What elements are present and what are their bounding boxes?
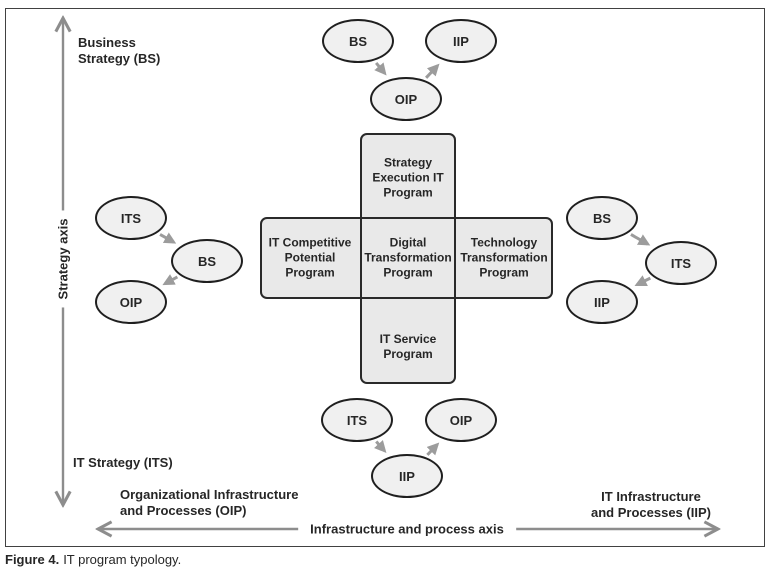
- strategy-axis-label: Strategy axis: [53, 210, 73, 308]
- diagram-frame: Strategy Execution IT Program IT Competi…: [5, 8, 765, 547]
- node-top-sequence-bs: BS: [322, 19, 394, 63]
- business-strategy-label: Business Strategy (BS): [78, 35, 161, 66]
- it-strategy-label: IT Strategy (ITS): [73, 455, 173, 470]
- vertical-program-bar: [360, 133, 456, 384]
- program-strategy-execution: Strategy Execution IT Program: [372, 155, 444, 200]
- node-right-sequence-iip: IIP: [566, 280, 638, 324]
- figure-caption-text: IT program typology.: [63, 552, 182, 567]
- oip-label: Organizational Infrastructure and Proces…: [120, 487, 299, 518]
- node-top-sequence-oip: OIP: [370, 77, 442, 121]
- edge-top-sequence-bs-to-oip: [374, 61, 387, 76]
- node-left-sequence-bs: BS: [171, 239, 243, 283]
- edge-left-sequence-bs-to-oip: [162, 274, 179, 286]
- node-right-sequence-bs: BS: [566, 196, 638, 240]
- node-right-sequence-its: ITS: [645, 241, 717, 285]
- node-left-sequence-oip: OIP: [95, 280, 167, 324]
- horizontal-program-bar-border: [260, 217, 553, 299]
- node-bottom-sequence-oip: OIP: [425, 398, 497, 442]
- iip-label: IT Infrastructure and Processes (IIP): [591, 489, 711, 520]
- edge-right-sequence-bs-to-its: [630, 233, 651, 246]
- edge-right-sequence-its-to-iip: [634, 275, 651, 287]
- program-technology-transformation: Technology Transformation Program: [460, 235, 548, 280]
- node-bottom-sequence-its: ITS: [321, 398, 393, 442]
- program-it-service: IT Service Program: [379, 332, 437, 361]
- node-left-sequence-its: ITS: [95, 196, 167, 240]
- program-digital-transformation: Digital Transformation Program: [364, 235, 452, 280]
- edge-bottom-sequence-its-to-iip: [373, 440, 387, 453]
- edge-top-sequence-oip-to-iip: [425, 63, 440, 79]
- edge-left-sequence-its-to-bs: [159, 232, 177, 244]
- figure-caption-number: Figure 4.: [5, 552, 60, 567]
- figure-caption: Figure 4.IT program typology.: [5, 552, 181, 567]
- infrastructure-axis-label: Infrastructure and process axis: [298, 521, 516, 537]
- edge-bottom-sequence-iip-to-oip: [426, 442, 440, 456]
- program-it-competitive-potential: IT Competitive Potential Program: [268, 235, 352, 280]
- vertical-program-bar-border: [360, 133, 456, 384]
- node-bottom-sequence-iip: IIP: [371, 454, 443, 498]
- node-top-sequence-iip: IIP: [425, 19, 497, 63]
